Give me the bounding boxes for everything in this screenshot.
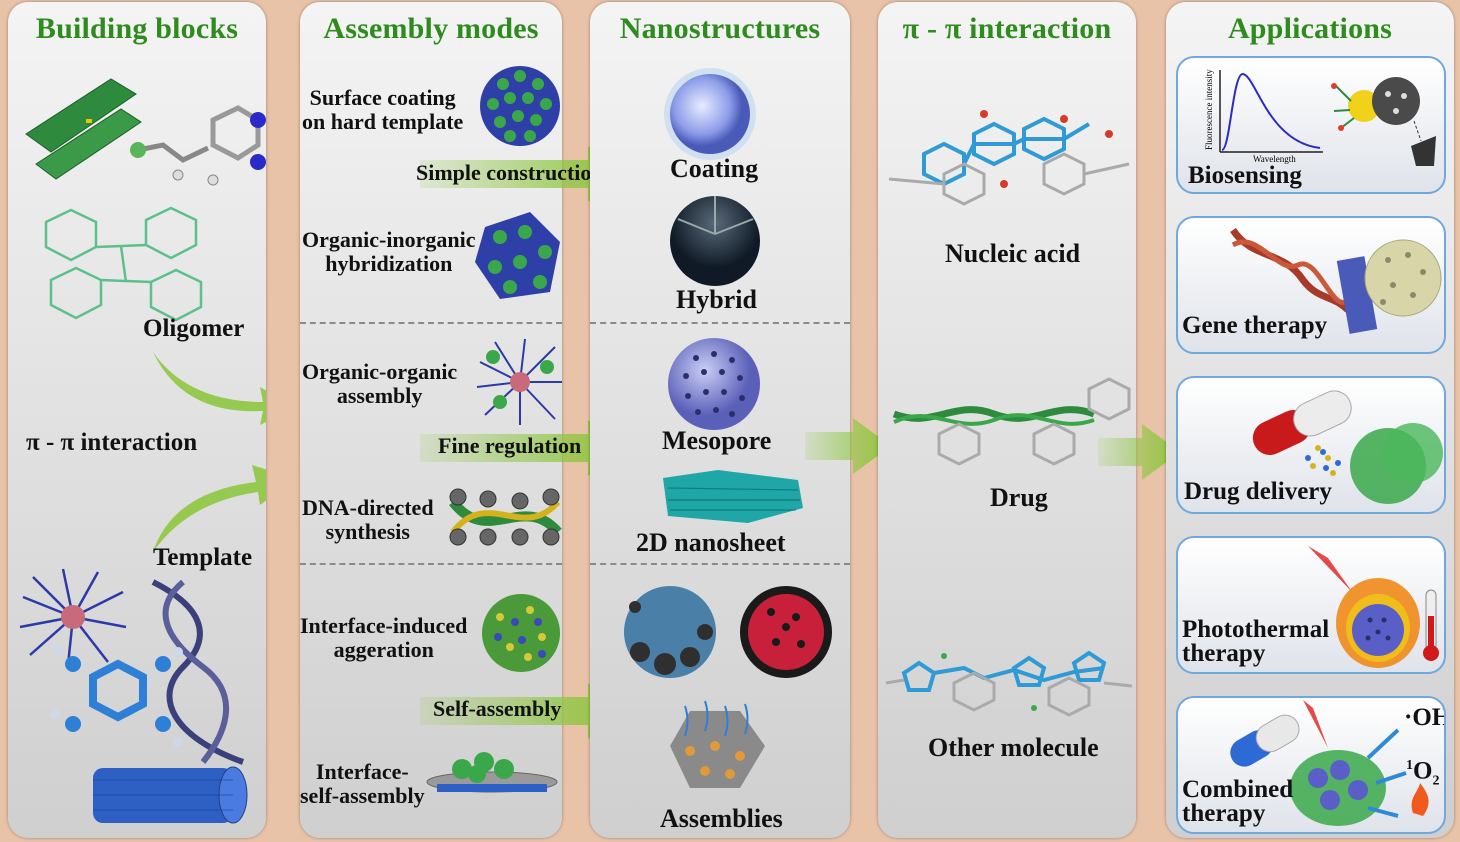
mesopore-sphere-illustration <box>668 338 760 430</box>
drug-stacking-illustration <box>892 377 1131 466</box>
gene-therapy-illustration <box>1230 227 1442 334</box>
y-axis-label: Fluorescence intensity <box>1204 69 1214 150</box>
section-divider-2 <box>300 563 562 565</box>
curved-arrow-upper <box>153 352 266 425</box>
gene-therapy-label: Gene therapy <box>1182 312 1328 339</box>
building-blocks-panel: Building blocks Oligomer π - π interacti… <box>8 2 266 838</box>
biosensing-card: Fluorescence intensity Wavelength Biosen… <box>1176 56 1446 194</box>
micelle-illustration <box>19 568 127 666</box>
organic-organic-label: Organic-organic assembly <box>302 359 458 408</box>
combined-therapy-card: ·OH 1O2 Combined therapy <box>1176 696 1446 834</box>
pi-pi-label: π - π interaction <box>26 429 198 456</box>
combined-therapy-label: Combined therapy <box>1182 776 1294 827</box>
dna-directed-label: DNA-directed synthesis <box>302 495 434 544</box>
organic-micelle-illustration <box>476 338 562 425</box>
photothermal-therapy-card: Photothermal therapy <box>1176 536 1446 674</box>
assembly-sphere-blue-illustration <box>624 586 716 678</box>
organic-inorganic-label: Organic-inorganic hybridization <box>302 227 476 276</box>
x-axis-label: Wavelength <box>1253 154 1296 164</box>
curved-arrow-lower <box>153 465 266 552</box>
biosensing-label: Biosensing <box>1188 162 1302 189</box>
other-molecule-stacking-illustration <box>885 650 1133 717</box>
nucleic-acid-stacking-illustration <box>888 110 1130 206</box>
drug-delivery-illustration <box>1252 390 1443 504</box>
assemblies-label: Assemblies <box>660 804 783 833</box>
combined-therapy-illustration <box>1230 700 1429 826</box>
nanosheet-illustration <box>663 470 803 523</box>
photothermal-illustration <box>1308 546 1439 668</box>
small-molecule-illustration <box>130 105 266 186</box>
assembly-modes-title: Assembly modes <box>323 12 539 45</box>
applications-title: Applications <box>1227 12 1393 45</box>
assembly-sphere-red-illustration <box>740 586 832 678</box>
hybrid-label: Hybrid <box>676 285 757 314</box>
drug-delivery-label: Drug delivery <box>1184 478 1332 505</box>
singlet-oxygen-subscript: 2 <box>1432 773 1440 789</box>
dna-helix-illustration <box>151 579 245 765</box>
graphene-sheets-illustration <box>25 78 142 180</box>
hybrid-sphere-illustration <box>670 196 760 286</box>
singlet-oxygen-superscript: 1 <box>1406 758 1413 773</box>
interface-self-label: Interface- self-assembly <box>300 759 425 808</box>
building-blocks-title: Building blocks <box>35 12 239 45</box>
oh-radical-label: ·OH <box>1404 704 1444 731</box>
oligomer-label: Oligomer <box>143 315 245 342</box>
template-label: Template <box>153 544 253 571</box>
arrow-to-pi-pi <box>805 418 891 474</box>
nanostructures-panel: Nanostructures Coating Hybrid Mesopore <box>590 2 850 838</box>
coated-sphere-illustration <box>480 66 560 146</box>
coating-sphere-illustration <box>664 68 756 160</box>
section-divider-1 <box>300 322 562 324</box>
nanosheet-label: 2D nanosheet <box>636 528 786 557</box>
arrow-to-applications <box>1098 424 1180 480</box>
interface-induced-label: Interface-induced aggeration <box>300 613 468 662</box>
pi-pi-title: π - π interaction <box>902 12 1112 45</box>
oligomer-structure-illustration <box>44 206 203 322</box>
hybrid-cluster-illustration <box>475 212 560 299</box>
dna-directed-illustration <box>449 488 562 546</box>
aggregate-sphere-illustration <box>482 594 560 672</box>
arrow-self-assembly <box>420 683 628 739</box>
mesopore-label: Mesopore <box>662 426 772 455</box>
interface-assembly-illustration <box>426 752 558 793</box>
arrow-simple-construction <box>420 146 628 202</box>
drug-label: Drug <box>990 483 1048 512</box>
fine-regulation-label: Fine regulation <box>438 433 582 458</box>
fluorescence-spectrum-plot: Fluorescence intensity Wavelength <box>1204 69 1323 164</box>
arrow-fine-regulation <box>420 420 628 476</box>
simple-construction-label: Simple construction <box>416 160 604 185</box>
coating-label: Coating <box>670 154 759 183</box>
nanostructures-title: Nanostructures <box>619 12 821 45</box>
applications-panel: Applications Fluorescence intensity Wave… <box>1166 2 1454 838</box>
surface-coating-label: Surface coating on hard template <box>302 85 464 134</box>
nanotube-illustration <box>93 766 248 824</box>
other-molecule-label: Other molecule <box>928 733 1099 762</box>
self-assembly-label: Self-assembly <box>433 696 562 721</box>
nucleic-acid-label: Nucleic acid <box>945 239 1081 268</box>
photothermal-therapy-label: Photothermal therapy <box>1182 616 1330 667</box>
drug-delivery-card: Drug delivery <box>1176 376 1446 514</box>
assemblies-plate-illustration <box>670 700 765 788</box>
benzene-molecule-illustration <box>50 645 183 747</box>
section-divider-4 <box>590 563 850 565</box>
singlet-oxygen-symbol: O <box>1413 757 1433 785</box>
singlet-oxygen-label: 1O2 <box>1406 754 1439 793</box>
pi-pi-panel: π - π interaction Nucleic acid Drug <box>878 2 1136 838</box>
biosensing-probe-illustration <box>1331 77 1436 166</box>
section-divider-3 <box>590 322 850 324</box>
gene-therapy-card: Gene therapy <box>1176 216 1446 354</box>
